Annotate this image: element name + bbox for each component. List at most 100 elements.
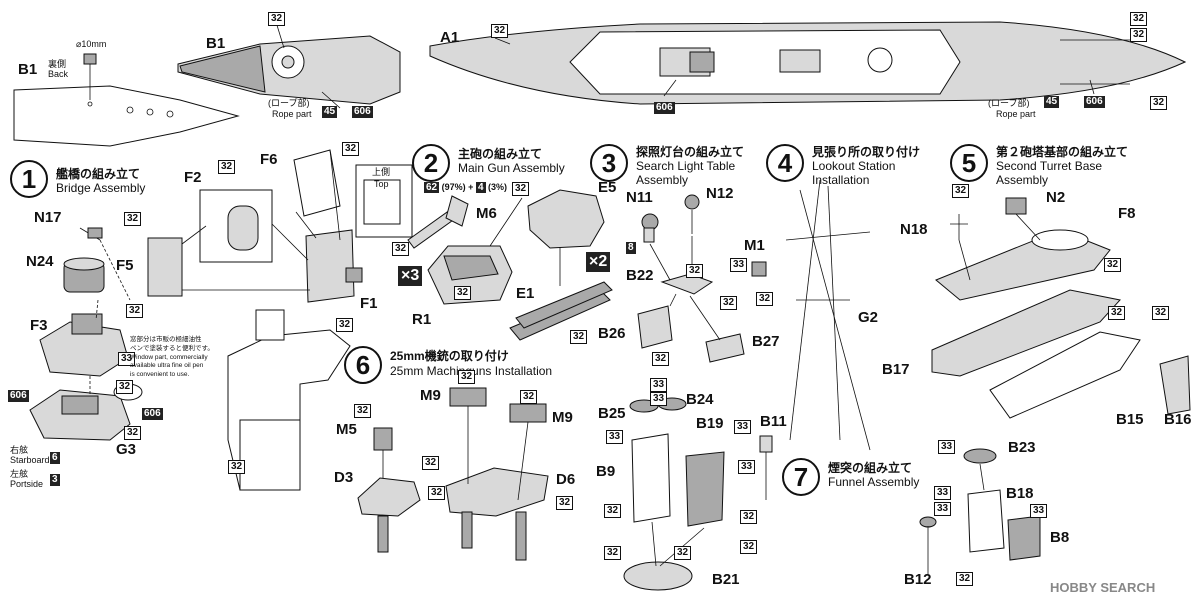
b1-back-sub-jp: 裏側 — [48, 59, 67, 69]
funnel1-ref-2: 33 — [650, 392, 668, 406]
part-b19: B19 — [696, 415, 724, 432]
part-f3: F3 — [30, 317, 48, 334]
part-f2: F2 — [184, 169, 202, 186]
part-n24: N24 — [26, 253, 54, 270]
part-b11: B11 — [760, 413, 787, 430]
b1-ref: 32 — [268, 12, 286, 26]
step-4-title-jp: 見張り所の取り付け — [812, 145, 921, 159]
step3-ref-8: 8 — [626, 242, 636, 254]
step5-ref-3: 32 — [1108, 306, 1126, 320]
paint-plus: + — [468, 182, 474, 192]
step7-ref-4: 33 — [1030, 504, 1048, 518]
step-5-title-en2: Assembly — [996, 173, 1049, 187]
a1-label: A1 — [440, 29, 460, 46]
step-1-number: 1 — [10, 160, 48, 198]
step6-ref-2: 32 — [458, 370, 476, 384]
part-n11: N11 — [626, 189, 653, 206]
top-en: Top — [374, 179, 389, 189]
a1-ref-4: 32 — [1150, 96, 1168, 110]
step2-drawing — [407, 189, 613, 341]
starboard-en: Starboard — [10, 455, 50, 465]
part-m6: M6 — [476, 205, 497, 222]
step6-drawing — [357, 387, 549, 561]
step1-ref-1: 32 — [124, 212, 142, 226]
b1-ref-45: 45 — [322, 106, 338, 118]
a1-ref-45: 45 — [1044, 96, 1060, 108]
step-2-title-en: Main Gun Assembly — [458, 161, 565, 175]
step1-ref-4: 32 — [126, 304, 144, 318]
step7-ref-2: 33 — [934, 486, 952, 500]
step-6-title-jp: 25mm機銃の取り付け — [390, 349, 509, 363]
a1-ref-3: 32 — [1130, 28, 1148, 42]
e-multiplier: ×2 — [586, 252, 611, 272]
funnel1-ref-5: 33 — [738, 460, 756, 474]
part-b9: B9 — [596, 463, 616, 480]
b1-back-label: B1 — [18, 61, 38, 78]
a1-ref-606b: 606 — [654, 102, 675, 114]
step2-ref-1: 32 — [512, 182, 530, 196]
step4-ref-32: 32 — [756, 292, 774, 306]
part-m9-left: M9 — [420, 387, 441, 404]
part-b15: B15 — [1116, 411, 1144, 428]
part-b17: B17 — [882, 361, 910, 378]
top-jp: 上側 — [372, 167, 391, 177]
part-f8: F8 — [1118, 205, 1136, 222]
step6-ref-3: 32 — [520, 390, 538, 404]
step3-drawing — [637, 194, 745, 363]
drill-size: ⌀10mm — [76, 39, 107, 49]
b1-ref-606: 606 — [352, 106, 373, 118]
step1-drawing — [29, 149, 413, 491]
a1-rope-en: Rope part — [996, 109, 1036, 119]
part-b16: B16 — [1164, 411, 1192, 428]
step-1-title-jp: 艦橋の組み立て — [56, 167, 141, 181]
part-e1: E1 — [516, 285, 535, 302]
part-g2: G2 — [858, 309, 879, 326]
funnel1-ref-4: 33 — [734, 420, 752, 434]
step6-ref-6: 32 — [556, 496, 574, 510]
step1-ref-3: 32 — [342, 142, 360, 156]
step7-drawing — [919, 448, 1041, 574]
funnel1-ref-3: 33 — [606, 430, 624, 444]
step-3-title-en: Search Light Table — [636, 159, 736, 173]
part-b27: B27 — [752, 333, 780, 350]
step-3-title-jp: 探照灯台の組み立て — [636, 145, 745, 159]
part-f5: F5 — [116, 257, 134, 274]
b1-rope-en: Rope part — [272, 109, 312, 119]
step4-drawing — [751, 179, 871, 451]
a1-ref-606a: 606 — [1084, 96, 1105, 108]
funnel1-ref-7: 32 — [604, 546, 622, 560]
step3-ref-3: 32 — [652, 352, 670, 366]
step6-ref-1: 32 — [354, 404, 372, 418]
portside-en: Portside — [10, 479, 44, 489]
part-n17: N17 — [34, 209, 62, 226]
part-n12: N12 — [706, 185, 734, 202]
a1-rope-jp: (ロープ部) — [988, 98, 1030, 108]
step-1-title-en: Bridge Assembly — [56, 181, 146, 195]
b1-label: B1 — [206, 35, 226, 52]
part-b22: B22 — [626, 267, 654, 284]
step2-ref-3: 32 — [454, 286, 472, 300]
step1-ref-606a: 606 — [8, 390, 29, 402]
part-b21: B21 — [712, 571, 740, 588]
step-5-number: 5 — [950, 144, 988, 182]
part-b25: B25 — [598, 405, 626, 422]
part-m9-right: M9 — [552, 409, 573, 426]
portside-ref: 3 — [50, 474, 60, 486]
funnel1-ref-10: 32 — [674, 546, 692, 560]
step2-ref-4: 32 — [570, 330, 588, 344]
step5-ref-4: 32 — [1152, 306, 1170, 320]
step1-ref-5: 32 — [336, 318, 354, 332]
step-7-number: 7 — [782, 458, 820, 496]
step5-ref-1: 32 — [952, 184, 970, 198]
part-g3: G3 — [116, 441, 137, 458]
a1-drawing — [429, 21, 1187, 105]
step7-ref-1: 33 — [938, 440, 956, 454]
step5-drawing — [931, 197, 1191, 419]
part-b23: B23 — [1008, 439, 1036, 456]
step-2-number: 2 — [412, 144, 450, 182]
paint-b-pct: (3%) — [488, 182, 508, 192]
step1-ref-606b: 606 — [142, 408, 163, 420]
part-n18: N18 — [900, 221, 928, 238]
